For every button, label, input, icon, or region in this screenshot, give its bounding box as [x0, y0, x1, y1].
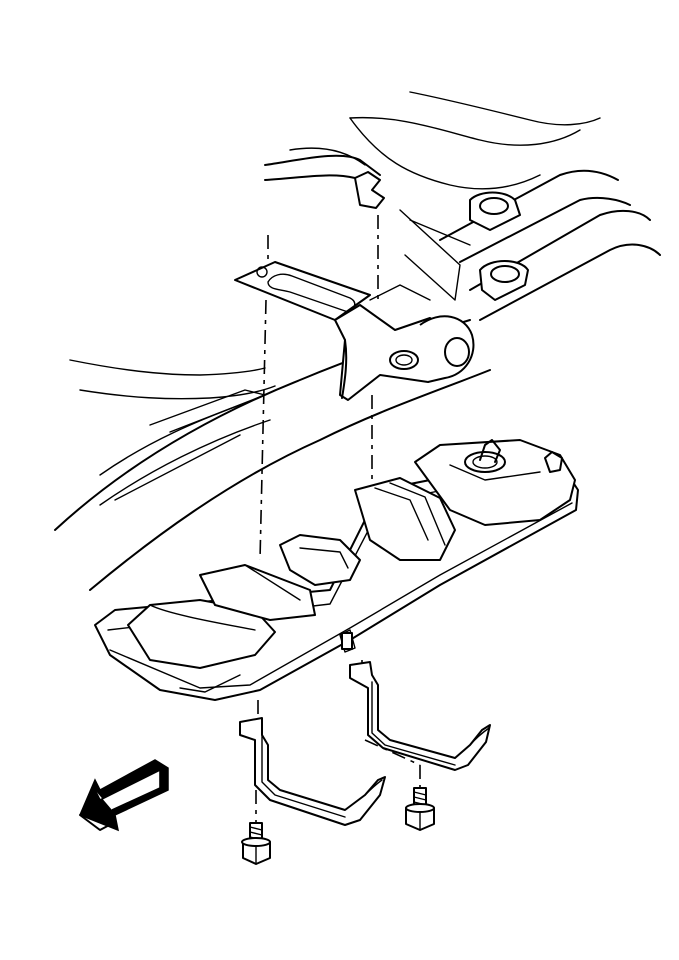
- fuel-tank: [94, 439, 579, 701]
- tank-strap-front: [239, 717, 386, 826]
- direction-arrow-icon: [79, 759, 169, 832]
- frame-crossmember: [234, 191, 529, 401]
- strap-bolt-right: [405, 787, 435, 831]
- strap-bolt-left: [241, 822, 271, 865]
- vehicle-frame: [54, 91, 661, 591]
- tank-strap-rear: [349, 661, 491, 771]
